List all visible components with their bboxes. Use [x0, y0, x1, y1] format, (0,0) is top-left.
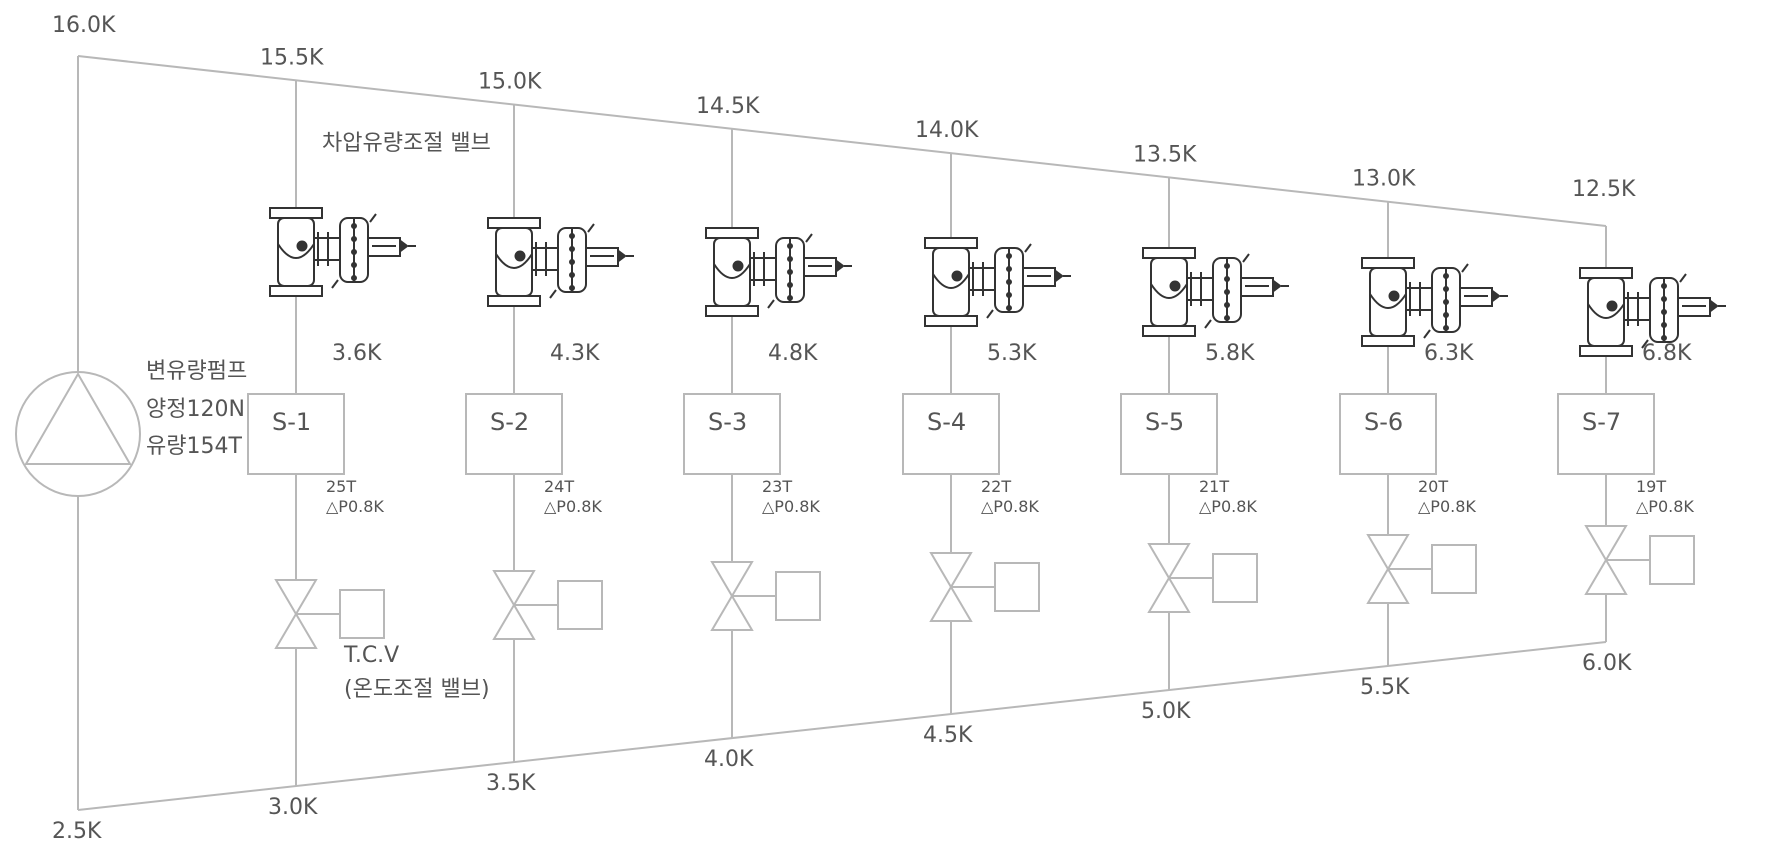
flow-label: 23T — [762, 477, 792, 496]
differential-pressure-valve-icon — [1579, 267, 1726, 357]
temperature-control-valve-icon — [929, 552, 1040, 622]
branch-group: S-115.5K3.6K25T△P0.8K3.0KS-215.0K4.3K24T… — [247, 45, 1726, 820]
differential-pressure-valve-icon — [487, 217, 634, 307]
tcv-caption-line2: (온도조절 밸브) — [344, 677, 490, 702]
pump-label-line2: 양정120N — [146, 397, 245, 422]
dp-valve-caption: 차압유량조절 밸브 — [322, 131, 491, 156]
after-valve-pressure-label: 5.3K — [987, 341, 1037, 366]
zone-box — [683, 393, 781, 475]
pump-label-line3: 유량154T — [146, 434, 242, 459]
return-main-pipe — [77, 641, 1607, 811]
zone-box — [1120, 393, 1218, 475]
flow-label: 20T — [1418, 477, 1448, 496]
dp-label: △P0.8K — [981, 497, 1039, 516]
dp-label: △P0.8K — [544, 497, 602, 516]
flow-label: 21T — [1199, 477, 1229, 496]
return-pressure-label: 5.0K — [1141, 699, 1191, 724]
supply-pressure-label: 15.5K — [260, 45, 324, 70]
supply-pressure-label: 14.5K — [696, 94, 760, 119]
dp-label: △P0.8K — [326, 497, 384, 516]
pump-symbol-icon — [15, 371, 141, 497]
zone-name: S-3 — [708, 408, 747, 436]
differential-pressure-valve-icon — [705, 227, 852, 317]
zone-box — [247, 393, 345, 475]
supply-pressure-label: 13.0K — [1352, 167, 1416, 192]
zone-name: S-6 — [1364, 408, 1403, 436]
flow-label: 22T — [981, 477, 1011, 496]
temperature-control-valve-icon — [710, 561, 821, 631]
temperature-control-valve-icon — [274, 579, 385, 649]
flow-label: 19T — [1636, 477, 1666, 496]
after-valve-pressure-label: 6.3K — [1424, 341, 1474, 366]
return-pressure-label: 5.5K — [1360, 675, 1410, 700]
branch-7: S-7 6.8K 19T△P0.8K — [1557, 226, 1726, 642]
branch-4: S-4 14.0K 5.3K 22T△P0.8K 4.5K — [902, 118, 1071, 748]
zone-name: S-1 — [272, 408, 311, 436]
branch-3: S-3 14.5K 4.8K 23T△P0.8K 4.0K — [683, 94, 852, 772]
return-main-start-label: 2.5K — [52, 819, 102, 844]
zone-name: S-5 — [1145, 408, 1184, 436]
return-main-end-label: 6.0K — [1582, 651, 1632, 676]
return-pressure-label: 3.5K — [486, 771, 536, 796]
dp-label: △P0.8K — [762, 497, 820, 516]
zone-name: S-7 — [1582, 408, 1621, 436]
zone-name: S-4 — [927, 408, 966, 436]
branch-1: S-1 15.5K 3.6K 25T△P0.8K 3.0K — [247, 45, 416, 820]
pump-label-line1: 변유량펌프 — [146, 359, 247, 384]
flow-label: 24T — [544, 477, 574, 496]
zone-box — [1339, 393, 1437, 475]
after-valve-pressure-label: 4.3K — [550, 341, 600, 366]
zone-box — [465, 393, 563, 475]
return-pressure-label: 4.0K — [704, 747, 754, 772]
zone-box — [1557, 393, 1655, 475]
supply-main-start-label: 16.0K — [52, 13, 116, 38]
return-pressure-label: 3.0K — [268, 795, 318, 820]
supply-pressure-label: 15.0K — [478, 70, 542, 95]
dp-label: △P0.8K — [1418, 497, 1476, 516]
dp-label: △P0.8K — [1636, 497, 1694, 516]
supply-main-end-label: 12.5K — [1572, 177, 1636, 202]
after-valve-pressure-label: 3.6K — [332, 341, 382, 366]
flow-label: 25T — [326, 477, 356, 496]
temperature-control-valve-icon — [1584, 525, 1695, 595]
differential-pressure-valve-icon — [1142, 247, 1289, 337]
zone-name: S-2 — [490, 408, 529, 436]
differential-pressure-valve-icon — [1361, 257, 1508, 347]
branch-2: S-2 15.0K 4.3K 24T△P0.8K 3.5K — [465, 70, 634, 796]
temperature-control-valve-icon — [1147, 543, 1258, 613]
zone-box — [902, 393, 1000, 475]
differential-pressure-valve-icon — [924, 237, 1071, 327]
tcv-caption-line1: T.C.V — [343, 643, 399, 668]
temperature-control-valve-icon — [1366, 534, 1477, 604]
supply-main-pipe — [77, 55, 1607, 227]
branch-5: S-5 13.5K 5.8K 21T△P0.8K 5.0K — [1120, 142, 1289, 724]
return-pressure-label: 4.5K — [923, 723, 973, 748]
after-valve-pressure-label: 4.8K — [768, 341, 818, 366]
branch-6: S-6 13.0K 6.3K 20T△P0.8K 5.5K — [1339, 167, 1508, 700]
supply-pressure-label: 14.0K — [915, 118, 979, 143]
after-valve-pressure-label: 6.8K — [1642, 341, 1692, 366]
dp-label: △P0.8K — [1199, 497, 1257, 516]
after-valve-pressure-label: 5.8K — [1205, 341, 1255, 366]
differential-pressure-valve-icon — [269, 207, 416, 297]
supply-pressure-label: 13.5K — [1133, 142, 1197, 167]
temperature-control-valve-icon — [492, 570, 603, 640]
